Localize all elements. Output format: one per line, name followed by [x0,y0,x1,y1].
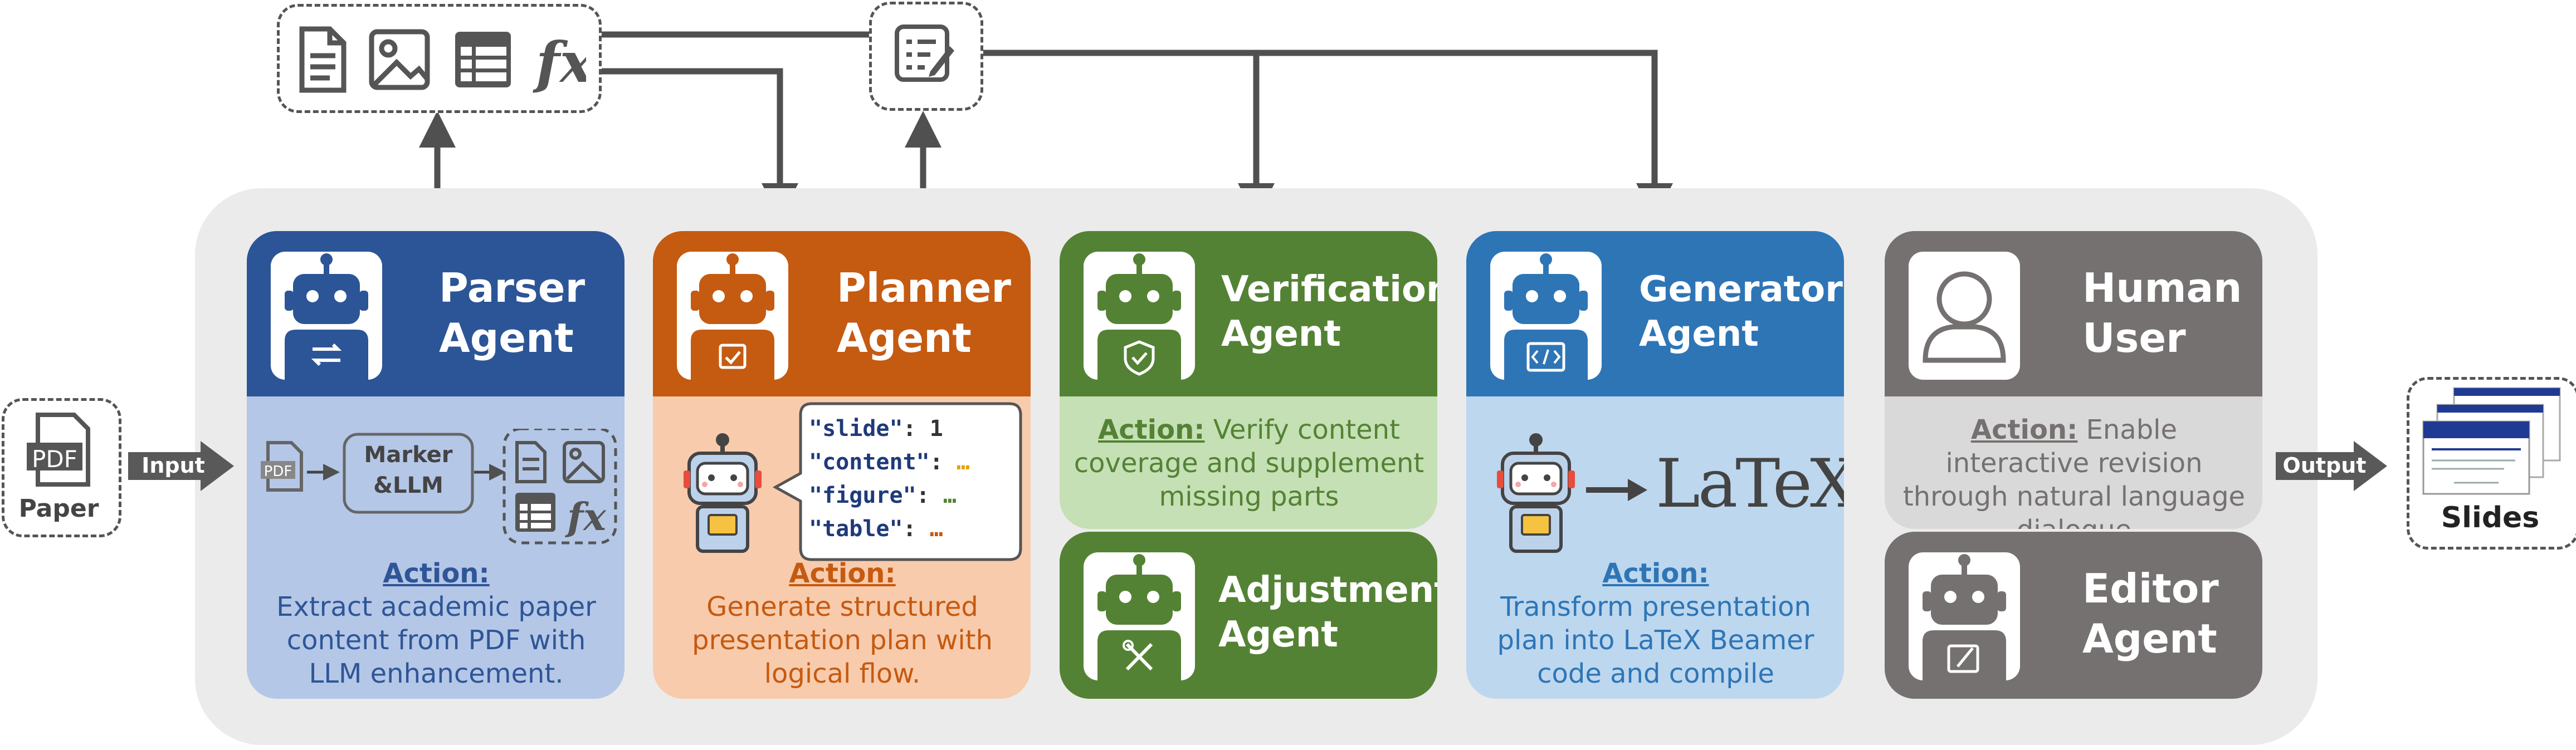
generator-arrow [1586,479,1647,501]
json-line-table: "table": … [809,516,943,542]
verification-robot-icon-box [1084,252,1195,380]
planner-agent-card: Planner Agent "slide": 1 "content": … "f… [653,231,1031,699]
generator-robot-icon-box [1490,252,1602,380]
small-formula-icon: fx [565,495,607,540]
small-table-icon [515,493,555,532]
input-arrow [128,441,234,491]
human-action: Action: Enable interactive revision thro… [1899,413,2250,529]
planner-action-text: Generate structured presentation plan wi… [692,591,993,689]
parser-action-text: Extract academic paper content from PDF … [276,591,596,689]
parser-agent-title: Parser Agent [439,264,586,361]
verification-action-label: Action: [1098,414,1205,445]
small-document-icon [515,441,547,483]
small-image-icon [563,441,605,483]
output-slides-box: Slides [2407,377,2576,550]
document-icon [299,26,347,93]
parser-action: Action: Extract academic paper content f… [269,557,603,690]
image-icon [369,29,430,90]
adjustment-robot-icon [1097,554,1181,680]
verification-agent-card: Verification Agent Action: Verify conten… [1060,231,1437,529]
output-arrow [2276,441,2387,491]
generator-action-text: Transform presentation plan into LaTeX B… [1497,591,1814,689]
planner-robot-icon-box [677,252,788,380]
planner-action-label: Action: [789,558,896,589]
planner-speech-bubble [772,402,1022,561]
human-user-icon-box [1909,252,2020,380]
generator-agent-card: Generator Agent LaTeX Action: Transform … [1466,231,1844,699]
generator-small-robot-icon [1497,433,1575,553]
slides-thumbnail-icon [2422,387,2561,495]
human-user-card: Human User Action: Enable interactive re… [1885,231,2262,529]
verification-robot-icon [1097,253,1181,380]
json-line-slide: "slide": 1 [809,416,943,442]
planner-json-block: "slide": 1 "content": … "figure": … "tab… [809,412,1031,546]
editor-robot-icon-box [1909,552,2020,680]
planner-small-robot-icon [684,433,762,553]
generator-action-label: Action: [1602,558,1709,589]
parser-robot-icon [285,253,368,380]
parser-robot-icon-box [271,252,382,380]
planner-robot-icon [691,253,774,380]
verification-agent-title: Verification Agent [1221,269,1437,355]
generator-agent-title: Generator Agent [1639,269,1843,355]
pdf-label: PDF [32,445,77,473]
connector-plan-to-verifier-generator [978,50,1673,220]
user-icon [1923,271,2006,363]
editor-robot-icon [1923,554,2006,680]
formula-icon: fx [533,30,586,95]
adjustment-agent-card: Adjustment Agent [1060,532,1437,699]
planner-agent-title: Planner Agent [837,264,1011,361]
verification-action-text: Verify content coverage and supplement m… [1074,414,1424,512]
json-line-figure: "figure": … [809,483,957,508]
connector-assets-to-planner [596,68,798,220]
parsed-assets-group: fx [277,4,602,113]
slides-caption: Slides [2441,501,2540,535]
parsed-assets-icons: fx [299,26,586,95]
presentation-plan-box [869,2,983,111]
input-paper-box: PDF Paper [2,398,121,537]
parser-agent-card: Parser Agent fx PDF [247,231,625,699]
small-pdf-icon [261,441,303,492]
planner-action: Action: Generate structured presentation… [686,557,998,690]
parser-pdf-label: PDF [264,463,292,480]
pdf-file-icon [27,413,90,487]
human-action-label: Action: [1970,414,2078,445]
output-arrow-label: Output [2282,453,2367,478]
human-user-title: Human User [2082,264,2242,361]
plan-edit-icon [895,24,954,82]
verification-action: Action: Verify content coverage and supp… [1074,413,1424,513]
adjustment-robot-icon-box [1084,552,1195,680]
adjustment-agent-title: Adjustment Agent [1218,570,1437,655]
editor-agent-card: Editor Agent [1885,532,2262,699]
paper-caption: Paper [18,494,99,523]
input-arrow-label: Input [142,453,205,478]
table-icon [455,32,511,87]
human-action-text: Enable interactive revision through natu… [1902,414,2246,529]
parser-process-label: Marker &LLM [364,442,453,498]
parser-process-illustration: fx [261,429,617,545]
parser-action-label: Action: [383,558,490,589]
generator-robot-icon [1504,253,1588,380]
editor-agent-title: Editor Agent [2082,565,2219,662]
generator-action: Action: Transform presentation plan into… [1489,557,1823,690]
json-line-content: "content": … [809,449,970,475]
latex-logo: LaTeX [1656,445,1844,523]
